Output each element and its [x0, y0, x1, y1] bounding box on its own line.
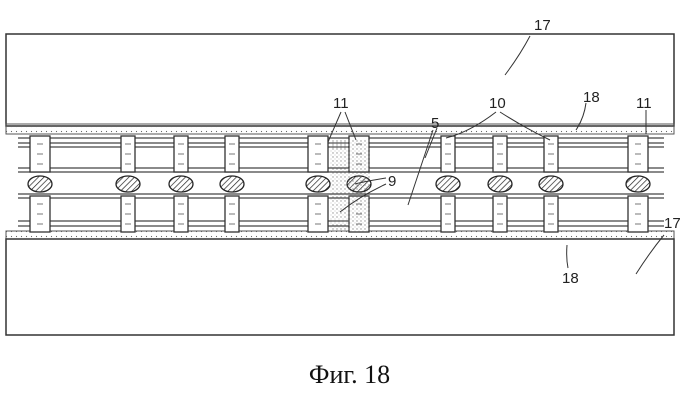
solder-ball	[539, 176, 563, 192]
bottom-plate	[6, 239, 674, 335]
figure-caption: Фиг. 18	[0, 360, 699, 390]
label-10: 10	[489, 95, 506, 112]
label-18-bottom: 18	[562, 270, 579, 287]
solder-ball	[626, 176, 650, 192]
label-5: 5	[431, 115, 439, 132]
label-9: 9	[388, 173, 396, 190]
solder-ball	[488, 176, 512, 192]
label-17-bottom: 17	[664, 215, 681, 232]
label-11-left: 11	[333, 95, 349, 112]
bottom-coating-layer	[6, 231, 674, 239]
label-11-right: 11	[636, 95, 652, 112]
solder-ball	[116, 176, 140, 192]
solder-ball	[169, 176, 193, 192]
solder-ball	[220, 176, 244, 192]
label-17-top: 17	[534, 17, 551, 34]
top-coating-layer	[6, 124, 674, 134]
filler-region	[330, 140, 370, 232]
label-18-top: 18	[583, 89, 600, 106]
top-plate	[6, 34, 674, 126]
solder-ball	[28, 176, 52, 192]
solder-ball	[306, 176, 330, 192]
solder-ball	[436, 176, 460, 192]
